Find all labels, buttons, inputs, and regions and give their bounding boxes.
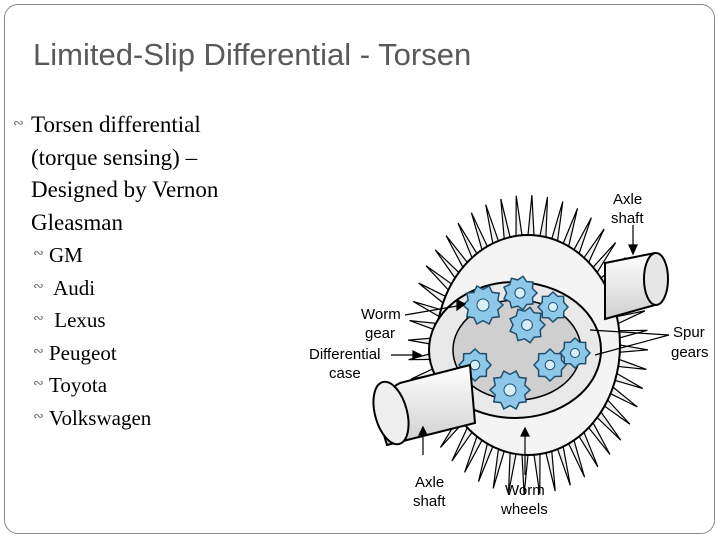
svg-text:shaft: shaft	[413, 493, 446, 510]
arrowhead-icon	[412, 350, 423, 360]
ring-gear-tooth	[614, 372, 644, 390]
label-worm-wheels: Worm wheels	[500, 482, 548, 518]
ring-gear-tooth	[418, 282, 447, 304]
ring-gear-tooth	[562, 208, 579, 248]
leader-spur-gears-b	[594, 334, 670, 356]
ring-gear-tooth	[609, 386, 638, 408]
arrowhead-icon	[456, 299, 467, 312]
svg-text:gears: gears	[671, 344, 709, 361]
ring-gear-tooth	[578, 431, 599, 468]
bullet-main-line: Gleasman	[31, 209, 123, 235]
svg-text:Worm: Worm	[505, 482, 545, 499]
svg-text:Axle: Axle	[415, 474, 444, 491]
ring-gear-tooth	[617, 358, 647, 370]
arrowhead-icon	[520, 426, 530, 437]
sub-bullet-volkswagen: ∾Volkswagen	[33, 405, 152, 430]
sub-bullet-audi: ∾ Audi	[33, 275, 96, 300]
ring-gear-tooth	[464, 435, 483, 473]
svg-text:Differential: Differential	[309, 346, 380, 363]
ring-gear-tooth	[451, 426, 473, 462]
ring-gear-tooth	[492, 448, 505, 489]
leader-spur-gears-a	[589, 329, 670, 336]
bullet-main-line: Torsen differential	[31, 112, 201, 137]
axle-shaft-right	[604, 251, 669, 321]
ring-gear-tooth	[619, 344, 649, 353]
leader-worm-gear	[404, 304, 464, 316]
bullet-list: ∾ Torsen differential (torque sensing) –…	[13, 109, 293, 434]
svg-text:case: case	[329, 365, 361, 382]
sub-bullet-peugeot: ∾Peugeot	[33, 340, 117, 365]
worm-wheel	[509, 306, 547, 344]
ring-gear-tooth	[425, 265, 453, 292]
bullet-icon: ∾	[13, 116, 24, 131]
svg-text:Axle: Axle	[613, 191, 642, 208]
svg-text:shaft: shaft	[611, 210, 644, 227]
ring-gear-tooth	[618, 329, 648, 339]
ring-gear-tooth	[485, 204, 500, 245]
ring-gear-tooth	[551, 201, 564, 242]
ring-gear-tooth	[515, 195, 523, 237]
bullet-icon: ∾	[33, 246, 44, 261]
ring-gear-tooth	[457, 222, 478, 259]
label-axle-shaft-top: Axle shaft	[611, 191, 644, 227]
label-worm-gear: Worm gear	[361, 306, 401, 342]
bullet-icon: ∾	[33, 311, 44, 326]
bullet-icon: ∾	[33, 408, 44, 424]
ring-gear-tooth	[500, 198, 511, 240]
ring-gear-tooth	[583, 228, 605, 264]
ring-gear-tooth	[527, 195, 535, 236]
sub-bullet-toyota: ∾Toyota	[33, 373, 108, 397]
ring-gear-tooth	[603, 398, 631, 425]
sub-bullet-lexus: ∾ Lexus	[33, 308, 106, 332]
worm-wheel	[503, 275, 539, 311]
svg-text:Spur: Spur	[673, 324, 705, 341]
axle-shaft-left	[372, 363, 477, 447]
worm-gear-cluster	[457, 275, 592, 411]
worm-wheel	[488, 369, 532, 411]
ring-gear-tooth	[545, 450, 556, 492]
arrowhead-icon	[418, 425, 428, 436]
ring-gear-tooth	[470, 212, 489, 251]
ring-gear-tooth	[539, 196, 549, 238]
ring-gear-tooth	[573, 217, 592, 255]
arrowhead-icon	[628, 244, 638, 256]
bullet-main: ∾ Torsen differential (torque sensing) –…	[13, 109, 293, 239]
slide: Limited-Slip Differential - Torsen ∾ Tor…	[4, 4, 715, 534]
svg-text:wheels: wheels	[500, 501, 548, 518]
ring-gear-tooth	[567, 439, 586, 478]
bullet-main-line: Designed by Vernon	[31, 177, 219, 202]
spur-gear	[536, 290, 570, 324]
label-differential-case: Differential case	[309, 346, 380, 382]
worm-wheel	[461, 284, 505, 326]
sub-bullet-gm: ∾GM	[33, 243, 83, 267]
bullet-icon: ∾	[33, 376, 44, 391]
svg-text:gear: gear	[365, 325, 395, 342]
bullet-main-line: (torque sensing) –	[31, 144, 198, 170]
label-spur-gears: Spur gears	[671, 324, 709, 361]
ring-gear-tooth	[556, 445, 571, 486]
slide-title: Limited-Slip Differential - Torsen	[33, 37, 472, 72]
bullet-icon: ∾	[33, 343, 44, 359]
bullet-icon: ∾	[33, 278, 44, 294]
label-axle-shaft-bottom: Axle shaft	[413, 474, 446, 510]
svg-text:Worm: Worm	[361, 306, 401, 323]
spur-gear	[532, 347, 568, 383]
torsen-differential-diagram: Axle shaft Worm gear Spur gears Differen…	[309, 191, 709, 518]
ring-gear-tooth	[477, 442, 494, 482]
